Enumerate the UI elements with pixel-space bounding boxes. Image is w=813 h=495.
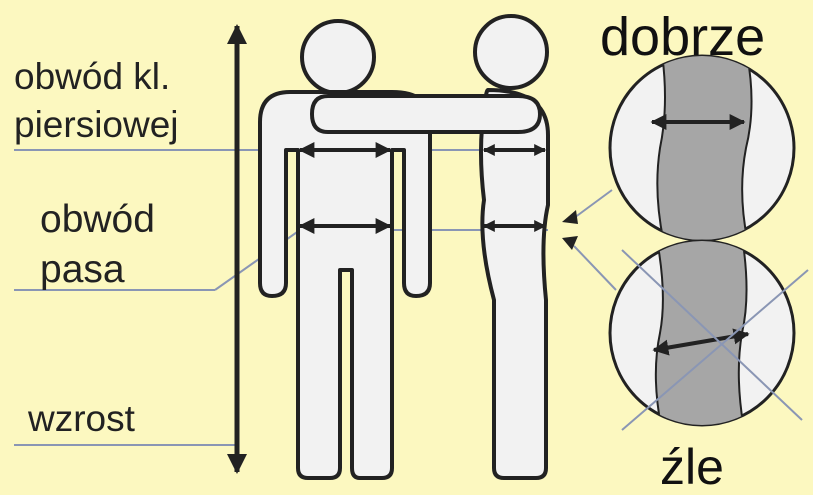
waist-circumference-label-line2: pasa: [40, 250, 125, 289]
waist-circumference-label-line1: obwód: [40, 200, 155, 239]
correct-tape-band: [657, 40, 752, 260]
front-figure-head: [302, 21, 374, 93]
side-figure-arm: [312, 96, 540, 132]
chest-circumference-label-line1: obwód kl.: [14, 58, 170, 95]
height-label: wzrost: [28, 400, 135, 437]
bad-pointer-line: [574, 246, 616, 290]
wrong-tape-band: [654, 225, 747, 440]
correct-label: dobrze: [600, 10, 765, 64]
chest-circumference-label-line2: piersiowej: [14, 106, 179, 143]
correct-detail-circle: [610, 40, 794, 260]
front-figure: [260, 21, 430, 478]
good-pointer-arrowhead: [562, 210, 578, 224]
good-pointer-line: [574, 190, 612, 218]
wrong-label: źle: [660, 442, 724, 492]
side-figure-head: [475, 16, 547, 88]
wrong-detail-circle: [610, 225, 794, 440]
